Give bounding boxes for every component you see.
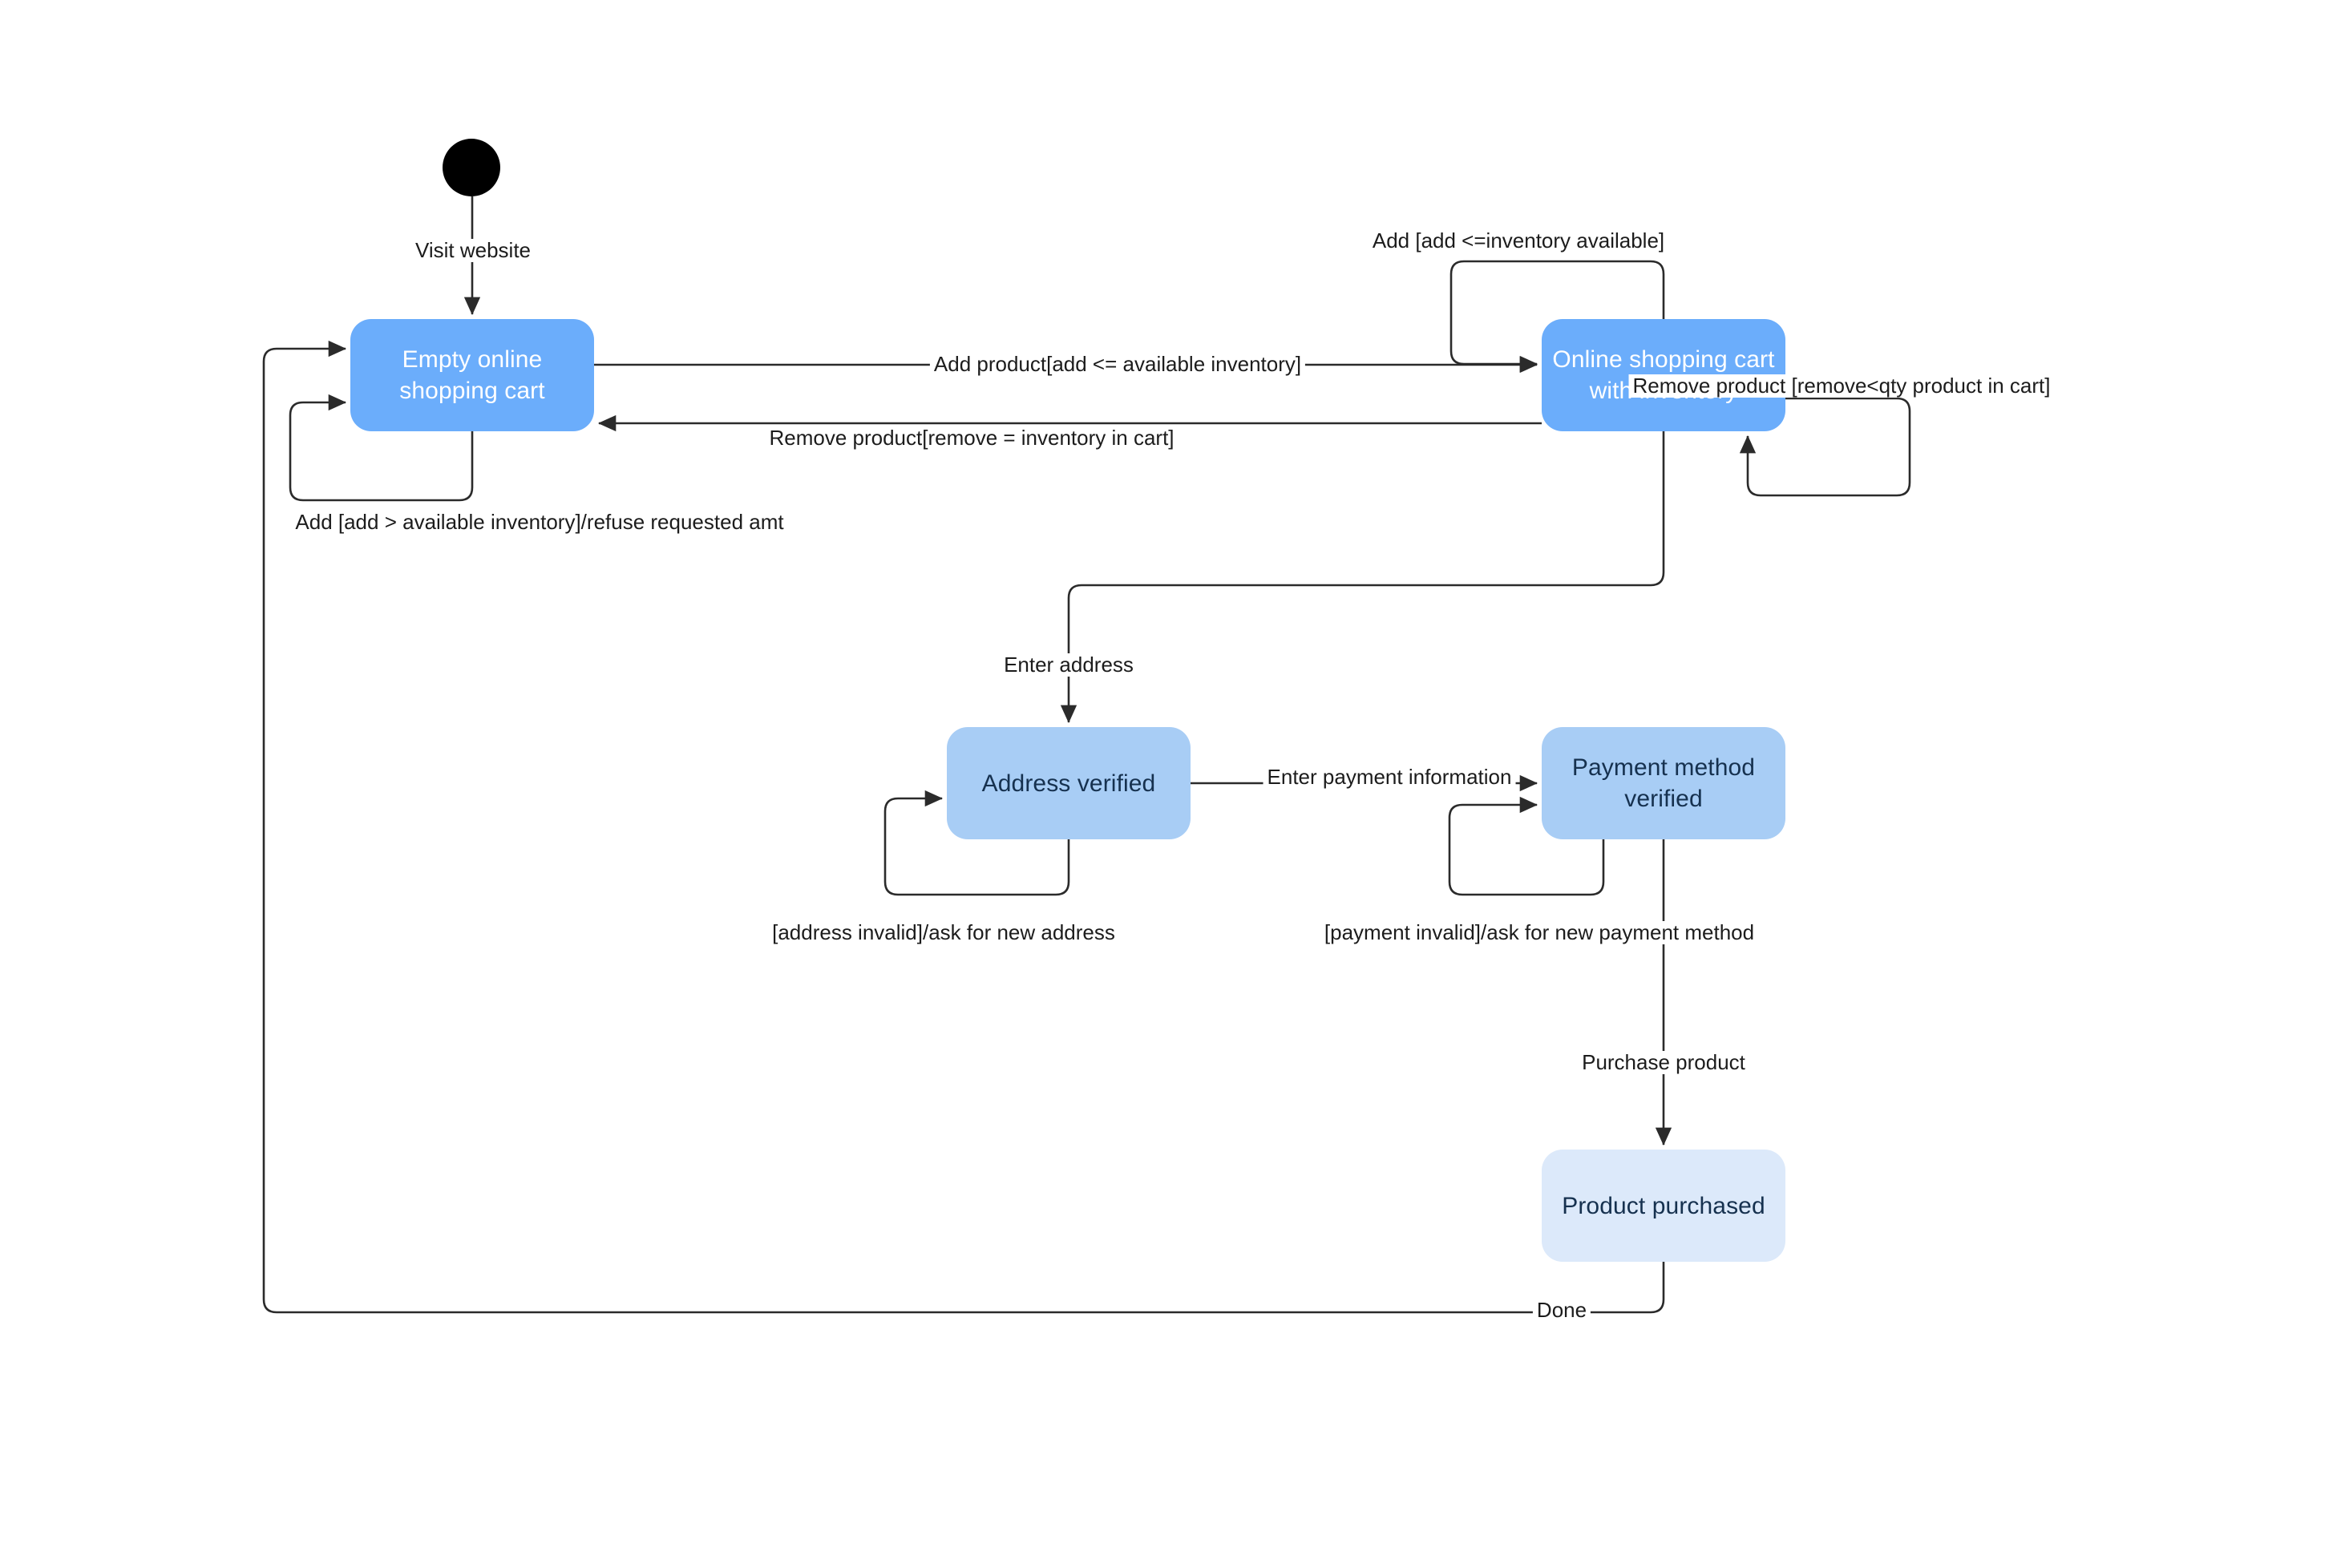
label-remove-product-all: Remove product[remove = inventory in car… [765,426,1179,450]
edge-enter-address [1060,431,1665,724]
label-enter-payment: Enter payment information [1263,766,1516,789]
label-add-product: Add product[add <= available inventory] [929,353,1306,376]
initial-state-circle [443,139,500,196]
state-address-verified[interactable]: Address verified [947,727,1191,839]
edge-done [262,340,1665,1314]
state-product-purchased[interactable]: Product purchased [1542,1150,1785,1262]
label-purchase-product: Purchase product [1578,1051,1749,1074]
edge-payment-invalid-selfloop [1448,796,1605,896]
edge-add-refuse-selfloop [289,394,474,502]
state-label: Product purchased [1562,1192,1765,1219]
label-payment-invalid: [payment invalid]/ask for new payment me… [1320,921,1759,944]
label-enter-address: Enter address [1000,653,1138,677]
label-remove-partial: Remove product [remove<qty product in ca… [1628,374,2055,398]
edge-remove-partial-selfloop [1739,397,1911,497]
edge-address-invalid-selfloop [883,790,1070,896]
label-visit-website: Visit website [410,239,536,262]
label-add-refuse: Add [add > available inventory]/refuse r… [291,511,788,534]
label-add-more: Add [add <=inventory available] [1368,229,1669,253]
state-label: Address verified [981,770,1156,797]
label-address-invalid: [address invalid]/ask for new address [768,921,1119,944]
edge-add-more-selfloop [1449,260,1665,373]
label-done: Done [1532,1299,1591,1322]
